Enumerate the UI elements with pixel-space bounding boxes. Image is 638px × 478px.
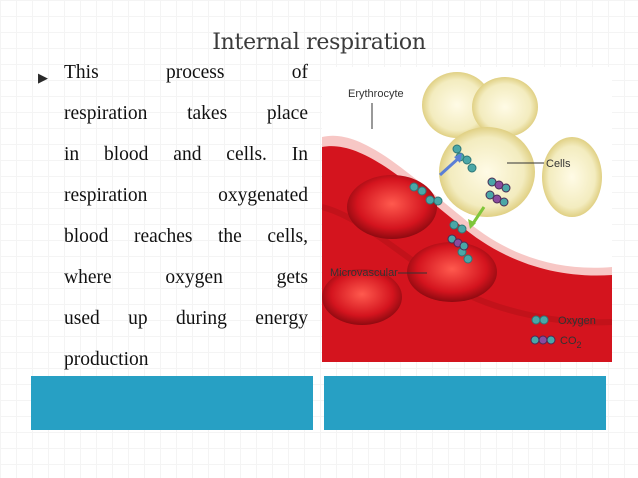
body-line: respiration oxygenated <box>64 185 308 206</box>
legend-oxygen-label: Oxygen <box>558 315 596 327</box>
cells-label: Cells <box>546 158 571 170</box>
microvascular-label: Microvascular <box>330 267 398 279</box>
arrow-head-icon <box>454 153 462 163</box>
erythrocyte-label: Erythrocyte <box>348 88 404 100</box>
body-line: blood reaches the cells, <box>64 226 308 247</box>
tissue-cell <box>422 72 492 138</box>
red-blood-cell <box>347 175 437 239</box>
body-text: This process of respiration takes place … <box>64 62 308 390</box>
tissue-cell <box>542 137 602 217</box>
legend-co2-label: CO2 <box>560 335 582 350</box>
body-line: in blood and cells. In <box>64 144 308 165</box>
red-blood-cell <box>407 242 497 302</box>
triangle-bullet-icon: ▶ <box>38 70 48 85</box>
body-line: where oxygen gets <box>64 267 308 288</box>
tissue-cell <box>439 127 535 217</box>
accent-bar-left <box>31 376 313 430</box>
arrow-head-icon <box>468 219 476 229</box>
respiration-illustration: Erythrocyte Cells Microvascular Oxygen C… <box>321 72 613 362</box>
oxygen-arrow-icon <box>438 155 462 177</box>
co2-molecules <box>447 177 511 251</box>
accent-bar-right <box>324 376 606 430</box>
body-line: used up during energy <box>64 308 308 329</box>
body-line: production <box>64 349 149 370</box>
respiration-figure: Erythrocyte Cells Microvascular Oxygen C… <box>321 67 613 362</box>
legend: Oxygen CO2 <box>530 315 596 350</box>
slide-title: Internal respiration <box>212 30 426 55</box>
body-line: This process of <box>64 62 308 83</box>
tissue-cell <box>472 77 538 137</box>
red-blood-cell <box>322 269 402 325</box>
body-line: respiration takes place <box>64 103 308 124</box>
